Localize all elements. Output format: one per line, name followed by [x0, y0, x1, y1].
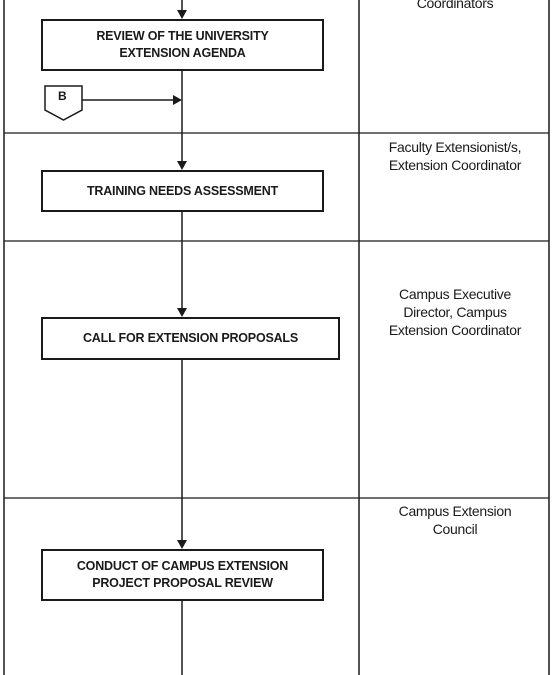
step-training-needs-assessment: TRAINING NEEDS ASSESSMENT [41, 170, 324, 212]
arrowhead-step-2 [177, 161, 187, 170]
responsible-line: Coordinators [416, 0, 494, 11]
off-page-connector-shape [44, 85, 83, 121]
step-review-extension-agenda: REVIEW OF THE UNIVERSITY EXTENSION AGEND… [41, 19, 324, 71]
step-label-line: TRAINING NEEDS ASSESSMENT [86, 183, 279, 198]
step-label-line: PROJECT PROPOSAL REVIEW [92, 576, 273, 590]
off-page-connector-label: B [58, 89, 67, 103]
responsible-line: Campus Extension [398, 503, 512, 519]
responsible-line: Faculty Extensionist/s, [388, 139, 522, 155]
responsible-line: Extension Coordinator [388, 157, 522, 173]
responsible-line: Campus Executive [399, 286, 511, 302]
step-call-for-extension-proposals: CALL FOR EXTENSION PROPOSALS [41, 317, 340, 360]
responsible-row-3: Campus Executive Director, Campus Extens… [362, 285, 548, 339]
connector-arrowhead [173, 95, 182, 105]
responsible-line: Extension Coordinator [388, 322, 522, 338]
step-campus-proposal-review: CONDUCT OF CAMPUS EXTENSION PROJECT PROP… [41, 549, 324, 601]
step-label-line: EXTENSION AGENDA [119, 46, 246, 60]
responsible-row-4: Campus Extension Council [362, 502, 548, 538]
responsible-line: Council [432, 521, 478, 537]
arrowhead-step-3 [177, 308, 187, 317]
responsible-row-1: Coordinators [362, 0, 548, 12]
responsible-row-2: Faculty Extensionist/s, Extension Coordi… [362, 138, 548, 174]
step-label-line: CALL FOR EXTENSION PROPOSALS [82, 331, 299, 345]
step-label-line: REVIEW OF THE UNIVERSITY [96, 29, 269, 43]
step-label-line: CONDUCT OF CAMPUS EXTENSION [76, 559, 289, 573]
arrowhead-top [177, 10, 187, 19]
arrowhead-step-4 [177, 540, 187, 549]
responsible-line: Director, Campus [403, 304, 507, 320]
